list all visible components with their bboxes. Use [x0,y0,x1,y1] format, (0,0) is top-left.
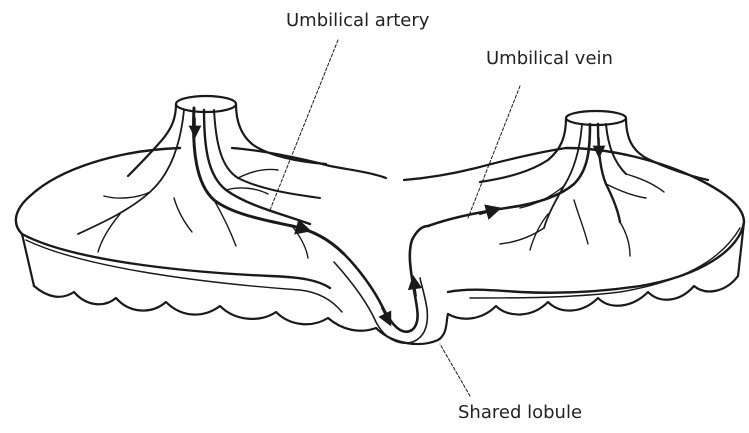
shared-lobule-label: Shared lobule [458,404,582,422]
right-cord-vessels [428,124,626,228]
umbilical-artery-label: Umbilical artery [286,12,429,30]
umbilical-vein-label: Umbilical vein [486,50,613,68]
right-umbilical-cord [480,111,708,182]
leader-umbilical-vein [468,86,520,218]
right-vessel-branches [500,174,664,256]
leader-umbilical-artery [270,40,338,210]
left-umbilical-cord [128,96,326,176]
left-cord-vessels [78,108,344,254]
right-placental-disc [404,148,744,319]
leader-shared-lobule [440,344,470,396]
leader-lines [270,40,520,396]
